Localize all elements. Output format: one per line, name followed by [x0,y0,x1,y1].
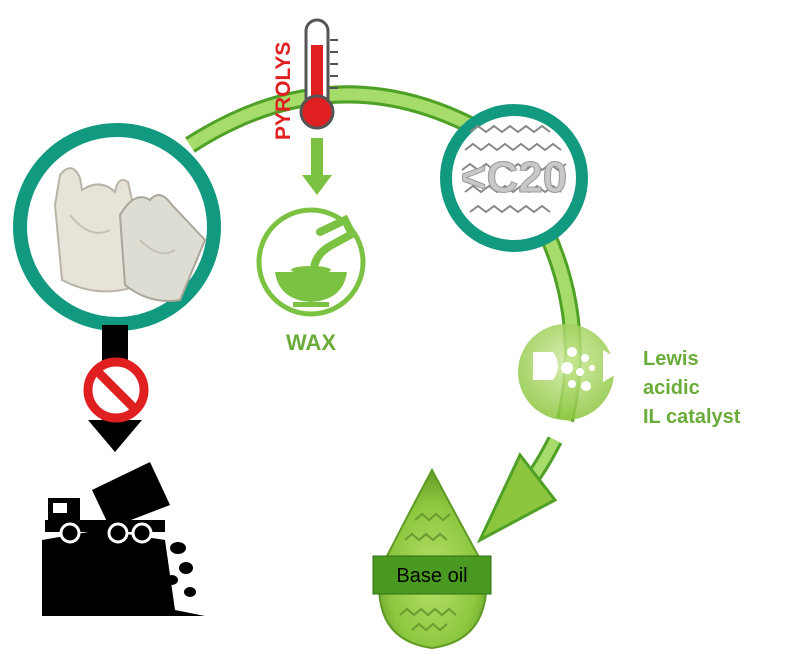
landfill-truck-icon [42,462,205,616]
catalyst-reaction-icon [533,347,630,391]
arrow-to-base-oil [476,452,558,544]
chain-length-label: <C20 [461,153,567,202]
prohibition-icon [83,357,149,423]
no-landfill-path [83,325,149,452]
pyrolysis-label: PYROLYS [272,42,295,140]
catalyst-label-line2: acidic [643,377,700,399]
hydrocarbon-node [440,104,588,252]
wax-label: WAX [286,330,336,355]
wax-bowl-icon [275,214,358,307]
base-oil-label: Base oil [396,565,467,587]
catalyst-label-line1: Lewis [643,348,699,370]
wax-node [256,207,366,317]
arrow-to-wax [302,138,332,195]
plastic-bags-node [13,123,221,331]
thermometer-icon [299,18,338,130]
catalyst-label-line3: IL catalyst [643,406,741,428]
hydrocarbon-chains-icon [461,124,567,214]
plastic-bags-icon [53,167,207,302]
catalyst-node [518,324,630,420]
base-oil-band [372,555,492,595]
